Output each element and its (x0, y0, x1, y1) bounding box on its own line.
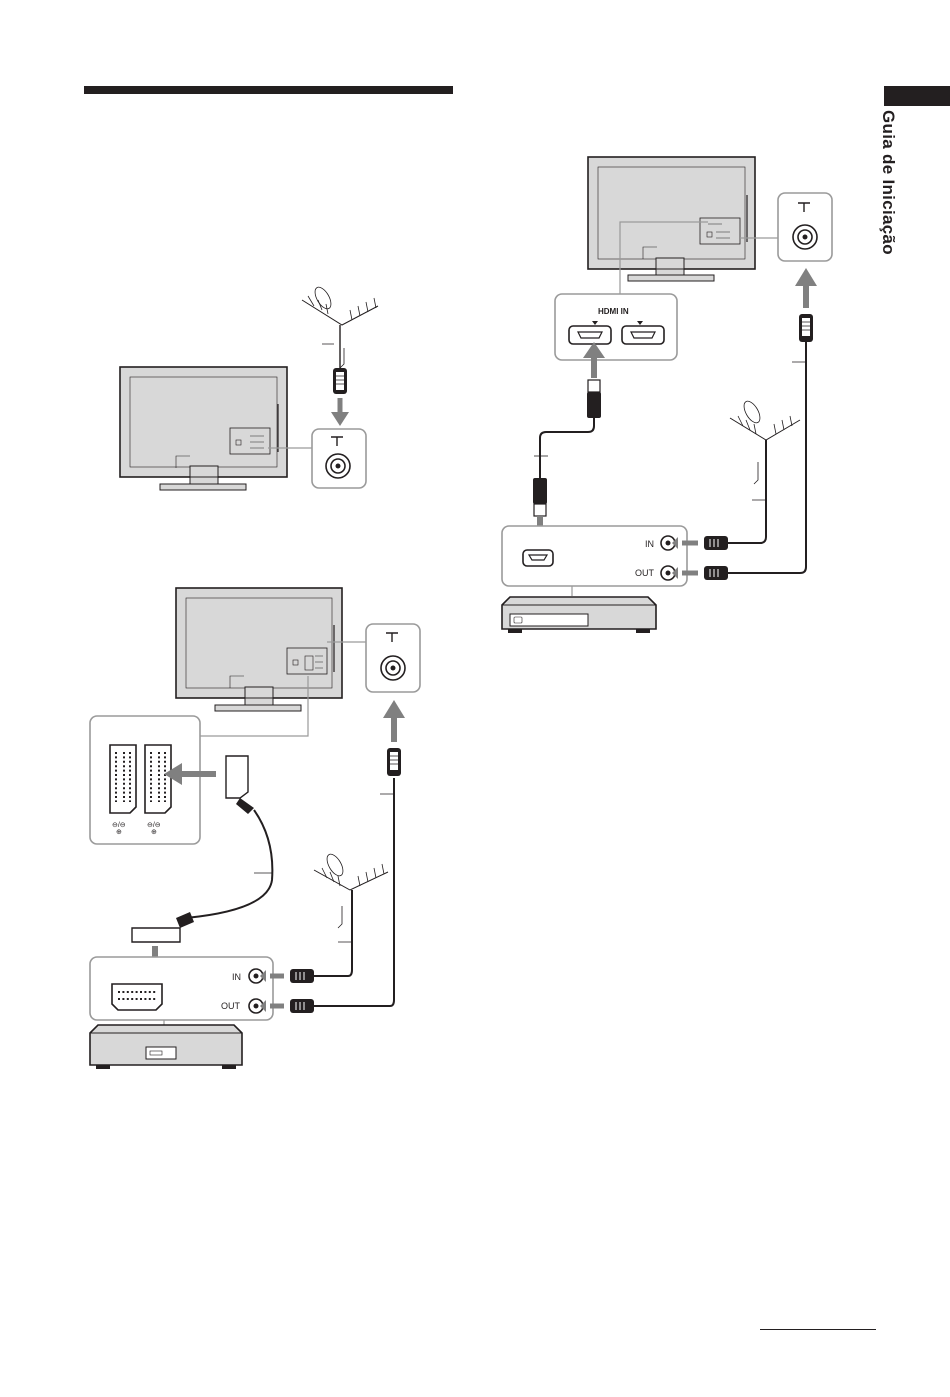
hdmi-in-label: HDMI IN (598, 307, 629, 316)
tv-rear-3 (588, 157, 755, 281)
diagram-antenna-tv (120, 285, 378, 490)
port-in-label: IN (232, 972, 241, 982)
port-in-label: IN (645, 539, 654, 549)
tv-rear-1 (120, 367, 287, 490)
diagram-scart-recorder: ⊖/⊖ ⊖/⊖ ⊕ ⊕ IN OUT (90, 588, 420, 1069)
recorder-body-2 (502, 586, 656, 633)
scart-plug-bottom (132, 912, 194, 942)
tv-rear-2 (176, 588, 342, 711)
recorder-body-1 (90, 1020, 242, 1069)
svg-text:⊖/⊖: ⊖/⊖ (112, 822, 126, 829)
hdmi-cable (533, 380, 601, 516)
port-out-label: OUT (221, 1001, 241, 1011)
diagram-hdmi-recorder: HDMI IN IN OUT (502, 157, 832, 633)
antenna-icon (302, 285, 378, 368)
coax-plug-1 (333, 368, 347, 394)
svg-text:⊖/⊖: ⊖/⊖ (147, 822, 161, 829)
svg-text:⊕: ⊕ (116, 829, 122, 836)
port-out-label: OUT (635, 568, 655, 578)
svg-text:⊕: ⊕ (151, 829, 157, 836)
